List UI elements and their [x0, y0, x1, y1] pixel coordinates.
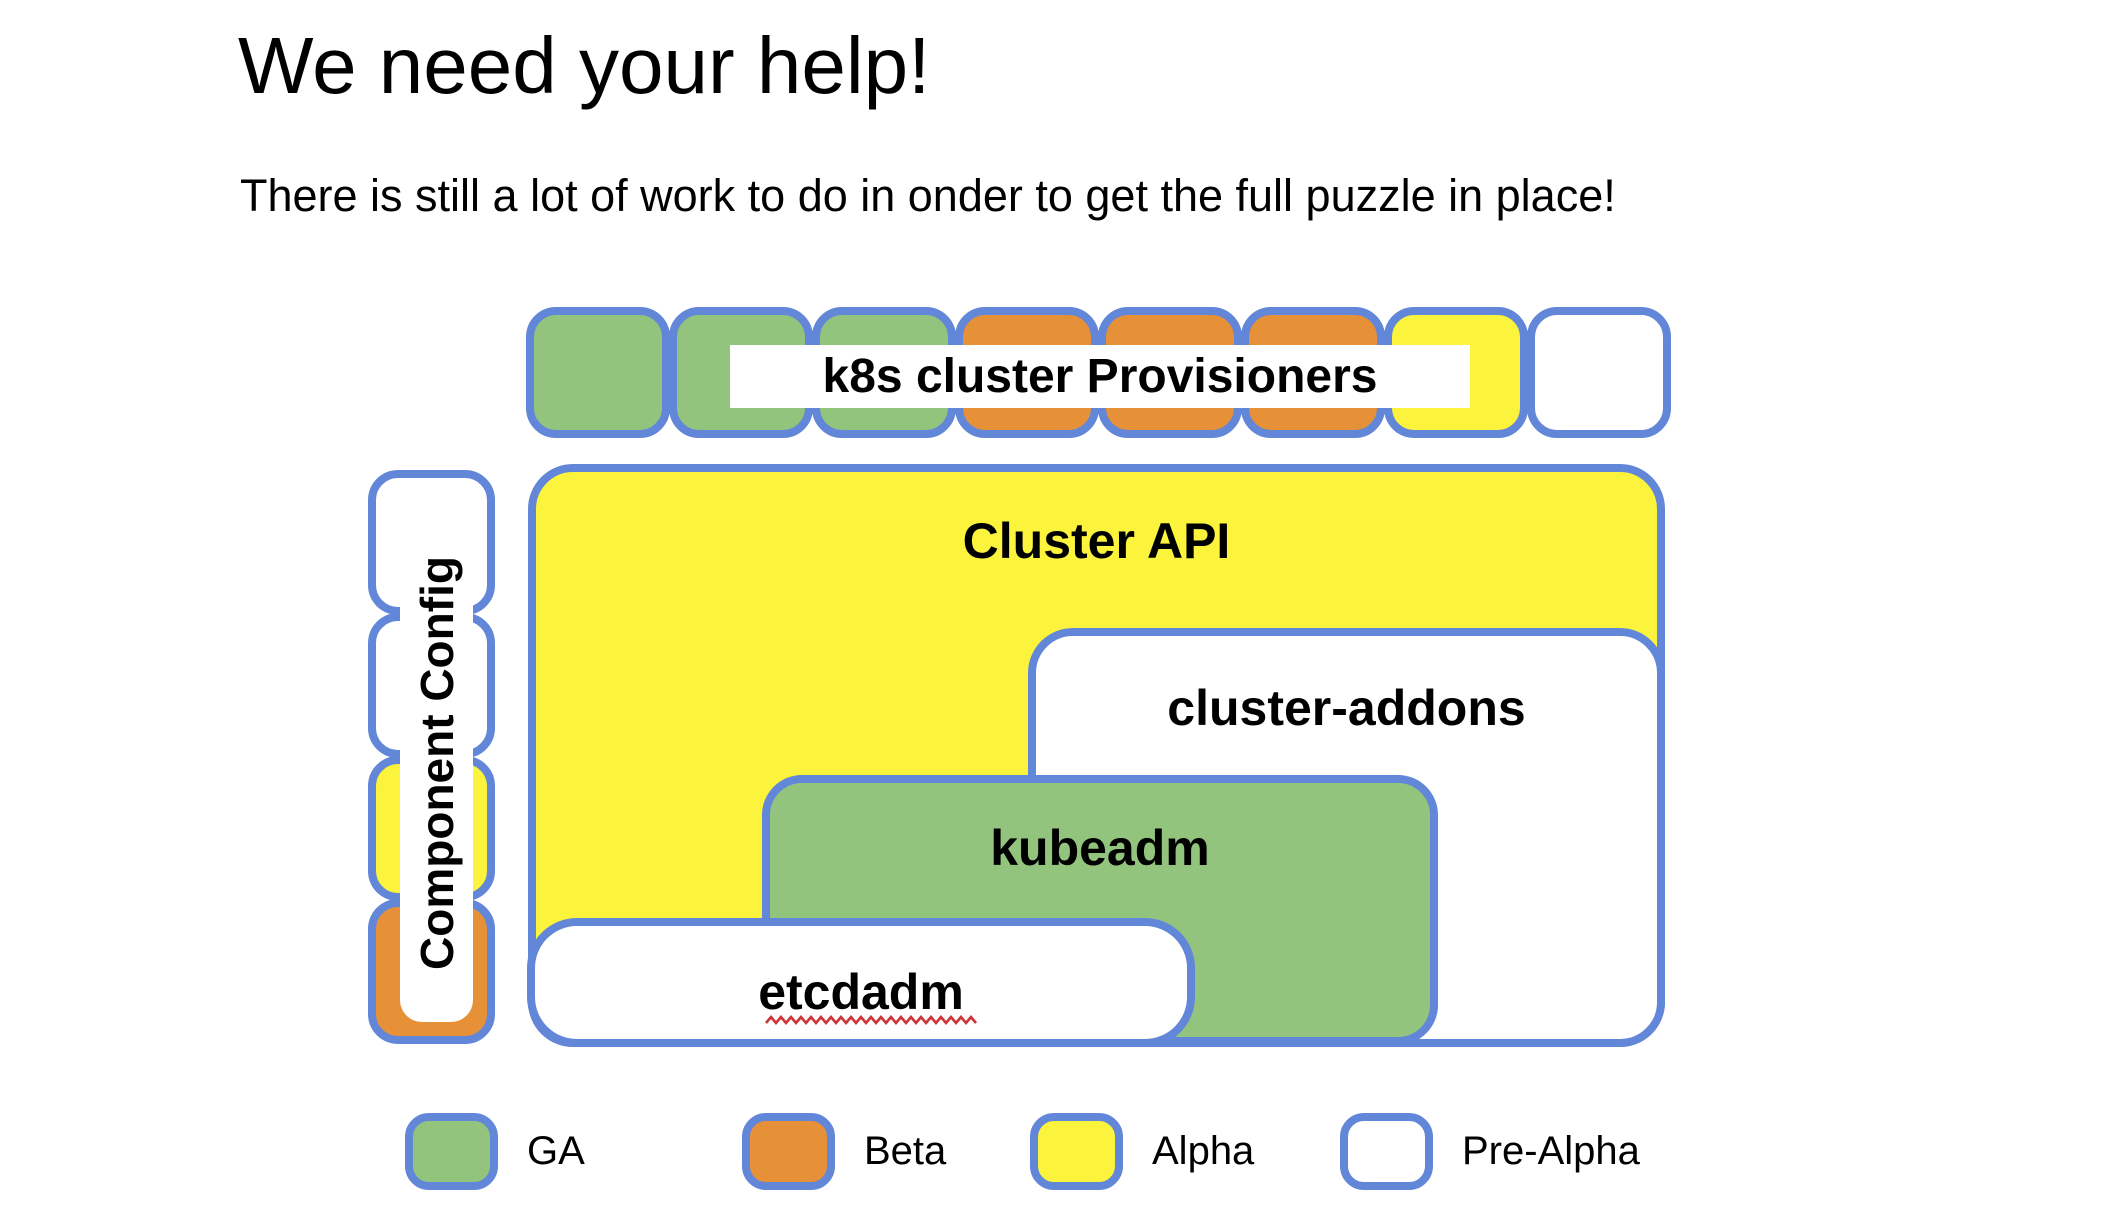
- slide-title: We need your help!: [238, 21, 931, 110]
- legend-swatch-beta: [742, 1112, 835, 1190]
- legend-label-alpha: Alpha: [1152, 1128, 1255, 1173]
- slide-subtitle: There is still a lot of work to do in on…: [240, 170, 1616, 221]
- puzzle-piece-pre-alpha: [1527, 307, 1671, 438]
- etcdadm-label: etcdadm: [758, 964, 964, 1020]
- etcdadm-box: etcdadm: [527, 918, 1195, 1047]
- provisioners-label: k8s cluster Provisioners: [730, 345, 1470, 408]
- legend-swatch-pre-alpha: [1340, 1112, 1433, 1190]
- spellcheck-squiggle-icon: [765, 1014, 977, 1026]
- legend-item-pre-alpha: Pre-Alpha: [1340, 1112, 1640, 1190]
- cluster-api-label: Cluster API: [962, 513, 1231, 569]
- component-config-strip: Component Config: [400, 504, 473, 1022]
- legend-label-ga: GA: [527, 1128, 585, 1173]
- puzzle-piece-ga: [526, 307, 670, 438]
- legend-item-alpha: Alpha: [1030, 1112, 1254, 1190]
- cluster-addons-label: cluster-addons: [1167, 680, 1526, 736]
- legend-swatch-alpha: [1030, 1112, 1123, 1190]
- legend-item-beta: Beta: [742, 1112, 946, 1190]
- legend-label-pre-alpha: Pre-Alpha: [1462, 1128, 1640, 1173]
- legend-item-ga: GA: [405, 1112, 585, 1190]
- legend-label-beta: Beta: [864, 1128, 947, 1173]
- legend-swatch-ga: [405, 1112, 498, 1190]
- component-config-label: Component Config: [410, 556, 463, 970]
- kubeadm-label: kubeadm: [990, 820, 1210, 876]
